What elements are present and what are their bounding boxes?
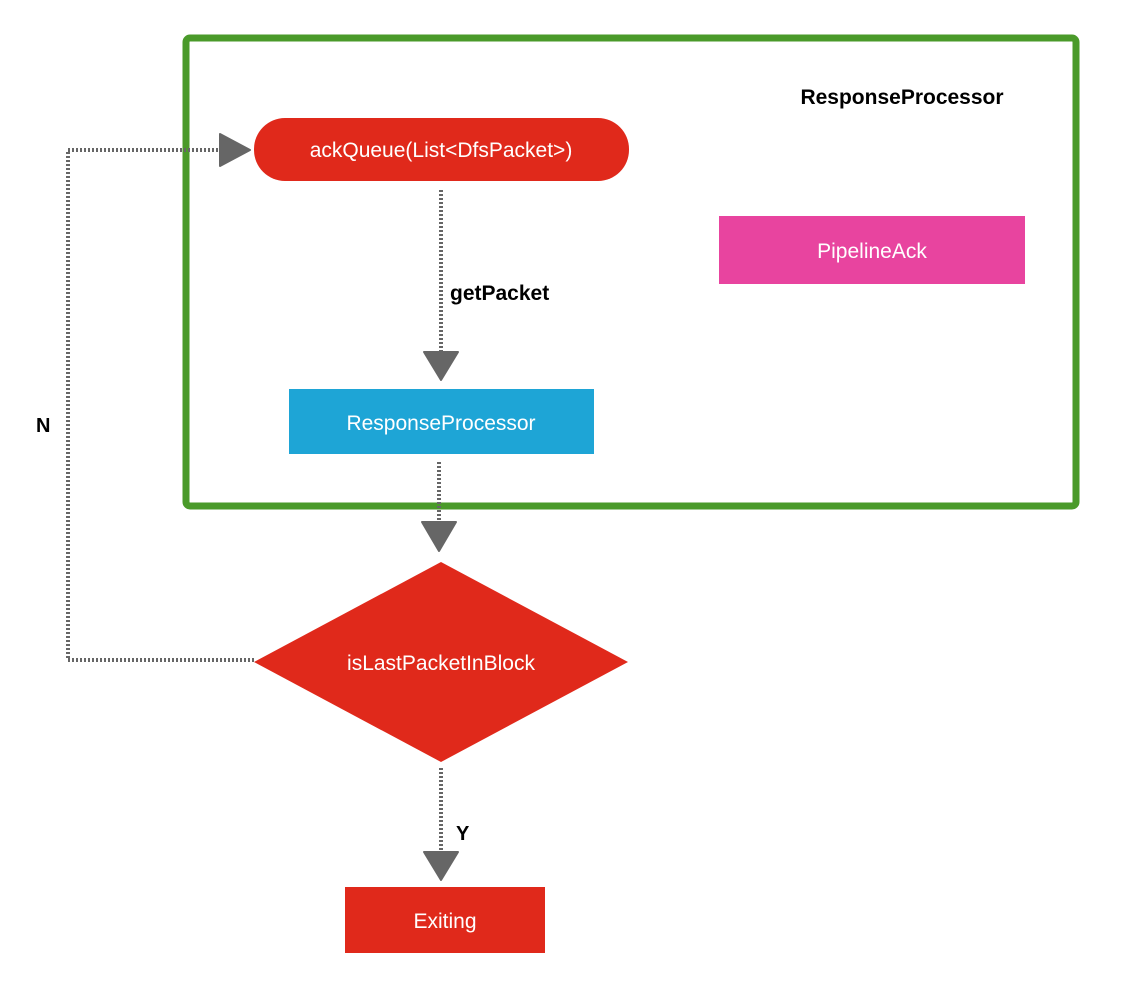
arrowhead-get-packet <box>423 351 459 381</box>
decision-label: isLastPacketInBlock <box>347 652 535 675</box>
exiting-label: Exiting <box>413 910 476 933</box>
ack-queue-label: ackQueue(List<DfsPacket>) <box>310 139 573 162</box>
pipeline-ack-label: PipelineAck <box>817 240 927 263</box>
response-processor-label: ResponseProcessor <box>346 412 535 435</box>
response-processor-node <box>289 389 594 454</box>
container-label: ResponseProcessor <box>800 86 1003 109</box>
edge-label-no: N <box>36 415 50 437</box>
decision-node <box>254 562 628 762</box>
response-processor-container <box>182 34 1080 510</box>
edge-label-yes: Y <box>456 823 470 845</box>
pipeline-ack-node <box>719 216 1025 284</box>
arrowhead-to-decision <box>421 521 457 552</box>
ack-queue-node <box>254 118 629 181</box>
edge-no-loop <box>66 148 254 662</box>
exiting-node <box>345 887 545 953</box>
arrowhead-yes <box>423 851 459 881</box>
arrowhead-no-loop <box>219 133 251 167</box>
edge-label-get-packet: getPacket <box>450 282 549 305</box>
